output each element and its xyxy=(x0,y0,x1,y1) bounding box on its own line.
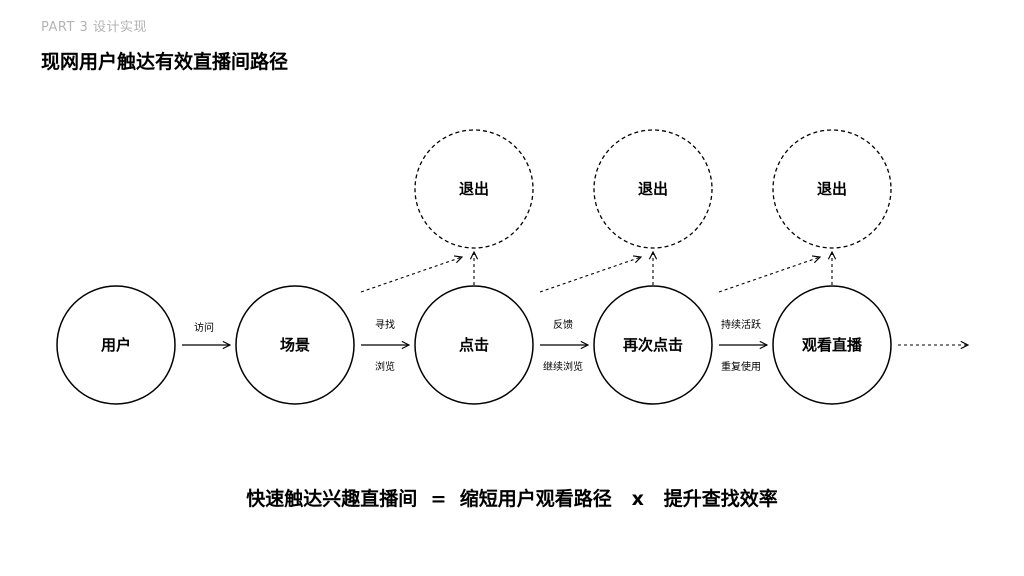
formula-times: x xyxy=(631,488,644,510)
node-user-label: 用户 xyxy=(101,336,131,354)
exit-diagonal-arrow-1 xyxy=(360,257,462,293)
exit-node-3-label: 退出 xyxy=(817,180,847,198)
formula-middle: 缩短用户观看路径 xyxy=(459,488,612,510)
node-click: 点击 xyxy=(414,285,534,405)
node-click-label: 点击 xyxy=(459,336,489,354)
edge-1-top-label: 访问 xyxy=(194,321,214,334)
node-click-again: 再次点击 xyxy=(593,285,713,405)
exit-node-3: 退出 xyxy=(772,129,892,249)
exit-node-2-label: 退出 xyxy=(638,180,668,198)
edge-2-top-label: 寻找 xyxy=(375,318,395,331)
edge-4-top-label: 持续活跃 xyxy=(721,318,761,331)
node-scene: 场景 xyxy=(235,285,355,405)
node-watch-live-label: 观看直播 xyxy=(802,336,863,354)
formula-left: 快速触达兴趣直播间 xyxy=(246,488,418,510)
node-scene-label: 场景 xyxy=(280,336,310,354)
exit-node-1: 退出 xyxy=(414,129,534,249)
node-click-again-label: 再次点击 xyxy=(623,336,683,354)
edge-2-bottom-label: 浏览 xyxy=(375,360,395,373)
formula-equals: = xyxy=(430,488,447,510)
edge-4-bottom-label: 重复使用 xyxy=(721,360,761,373)
formula: 快速触达兴趣直播间 = 缩短用户观看路径 x 提升查找效率 xyxy=(0,484,1024,511)
part-label: PART 3 设计实现 xyxy=(41,20,147,35)
edge-3-top-label: 反馈 xyxy=(553,318,573,331)
page-title: 现网用户触达有效直播间路径 xyxy=(41,51,289,73)
exit-diagonal-arrow-2 xyxy=(539,257,641,293)
node-watch-live: 观看直播 xyxy=(772,285,892,405)
edge-3-bottom-label: 继续浏览 xyxy=(543,360,583,373)
formula-right: 提升查找效率 xyxy=(663,488,778,510)
exit-diagonal-arrow-3 xyxy=(718,257,820,293)
node-user: 用户 xyxy=(56,285,176,405)
exit-node-2: 退出 xyxy=(593,129,713,249)
exit-node-1-label: 退出 xyxy=(459,180,489,198)
